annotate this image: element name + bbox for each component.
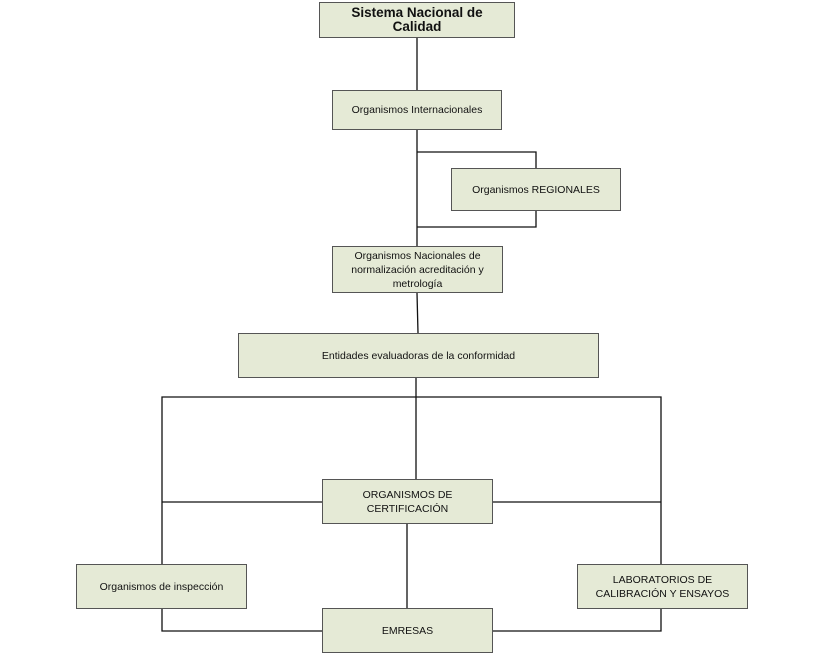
connector-outer-left xyxy=(161,396,416,632)
node-organismos-internacionales: Organismos Internacionales xyxy=(332,90,502,130)
connector-regionales-bottom xyxy=(417,210,537,228)
node-laboratorios: LABORATORIOS DE CALIBRACIÓN Y ENSAYOS xyxy=(577,564,748,609)
connector-regionales-top xyxy=(417,151,537,168)
node-organismos-nacionales: Organismos Nacionales de normalización a… xyxy=(332,246,503,293)
node-empresas: EMRESAS xyxy=(322,608,493,653)
node-organismos-inspeccion: Organismos de inspección xyxy=(76,564,247,609)
node-organismos-certificacion: ORGANISMOS DE CERTIFICACIÓN xyxy=(322,479,493,524)
node-sistema-nacional: Sistema Nacional de Calidad xyxy=(319,2,515,38)
node-organismos-regionales: Organismos REGIONALES xyxy=(451,168,621,211)
node-entidades-evaluadoras: Entidades evaluadoras de la conformidad xyxy=(238,333,599,378)
connector-outer-right xyxy=(416,396,662,632)
connector-nacionales-entidades xyxy=(416,292,419,334)
